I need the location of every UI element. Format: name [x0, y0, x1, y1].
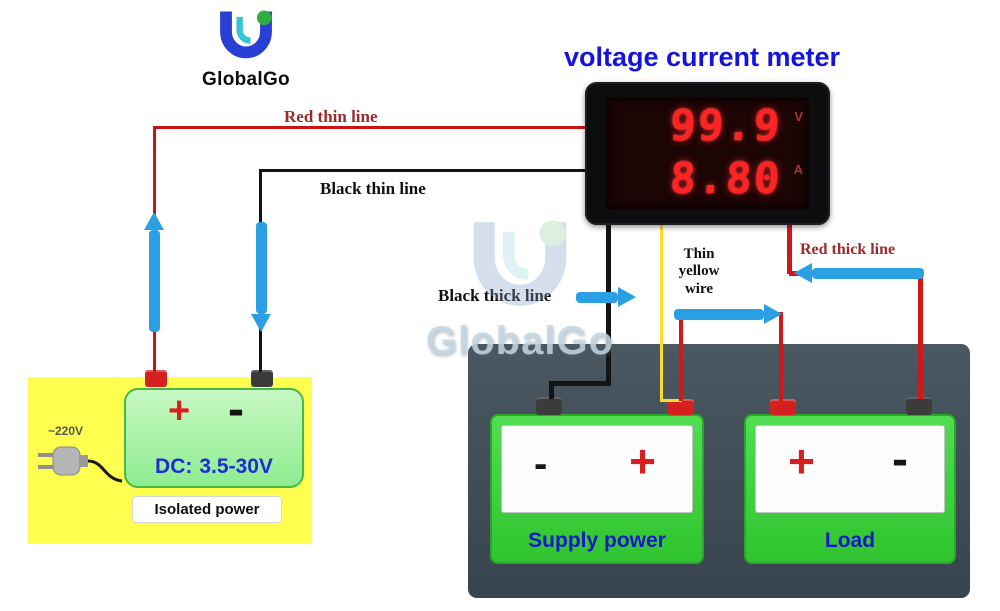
arrow-head	[144, 212, 164, 230]
current-row: 8.80 A	[612, 154, 803, 205]
load-negative-terminal	[906, 397, 932, 415]
mains-plug: ~220V	[36, 424, 128, 491]
isolated-power-caption: Isolated power	[132, 496, 282, 523]
dc-minus-sign: -	[228, 383, 244, 436]
red-thick-line-label: Red thick line	[800, 241, 896, 258]
dc-voltage-range: DC: 3.5-30V	[126, 455, 302, 479]
thin-yellow-wire-label: Thin yellow wire	[662, 246, 736, 298]
current-reading: 8.80	[669, 154, 784, 204]
page-title: voltage current meter	[563, 42, 841, 72]
arrow-head	[794, 263, 812, 283]
arrow-bar	[148, 230, 160, 332]
thin-yellow-wire-label-line3: wire	[684, 280, 714, 297]
dc-power-module: + - DC: 3.5-30V	[124, 383, 304, 488]
highlight-arrow-black-thick-right	[576, 287, 636, 307]
voltage-row: 99.9 V	[612, 101, 803, 152]
dc-plus-sign: +	[168, 390, 191, 432]
dc-positive-terminal	[145, 370, 167, 387]
thin-yellow-wire-horizontal	[660, 399, 682, 402]
load-positive-terminal	[770, 399, 796, 415]
supply-plus-sign: +	[629, 435, 656, 487]
arrow-head	[251, 314, 271, 332]
red-thin-line-label: Red thin line	[284, 107, 378, 126]
supply-negative-terminal	[536, 397, 562, 415]
arrow-bar	[812, 267, 924, 279]
brand-name: GlobalGo	[202, 69, 290, 90]
arrow-head	[618, 287, 636, 307]
supply-to-load-red-wire-right	[779, 314, 783, 401]
thin-yellow-wire-vertical	[660, 222, 663, 402]
load-plus-sign: +	[788, 435, 815, 487]
arrow-bar	[255, 222, 267, 314]
voltage-current-meter: 99.9 V 8.80 A	[585, 82, 830, 225]
supply-power-box: - + Supply power	[490, 414, 704, 564]
supply-to-load-red-wire-left	[679, 314, 683, 401]
red-thick-wire-vertical-2	[918, 271, 923, 399]
dc-prefix: DC:	[155, 455, 193, 478]
plug-icon	[38, 446, 123, 483]
supply-minus-sign: -	[534, 442, 548, 486]
black-thick-wire-vertical-1	[606, 222, 611, 384]
dc-range: 3.5-30V	[199, 455, 273, 478]
load-panel: + -	[755, 425, 945, 513]
highlight-arrow-black-thin-down	[251, 222, 271, 332]
thin-yellow-wire-label-line2: yellow	[678, 263, 720, 280]
load-box: + - Load	[744, 414, 956, 564]
brand-logo: GlobalGo	[194, 6, 298, 91]
volt-unit-label: V	[794, 108, 803, 124]
supply-power-panel: - +	[501, 425, 693, 513]
black-thick-wire-vertical-2	[549, 381, 554, 399]
black-thick-wire-horizontal	[549, 381, 611, 386]
highlight-arrow-red-thin-up	[144, 212, 164, 332]
dc-negative-terminal	[251, 370, 273, 387]
arrow-bar	[576, 291, 618, 303]
voltage-reading: 99.9	[669, 101, 784, 151]
mains-voltage-label: ~220V	[48, 424, 84, 438]
amp-unit-label: A	[793, 161, 803, 177]
red-thin-wire-horizontal	[155, 126, 592, 129]
thin-yellow-wire-label-line1: Thin	[683, 246, 715, 262]
black-thick-line-label: Black thick line	[438, 286, 552, 305]
highlight-arrow-supply-to-load-right	[674, 304, 782, 324]
meter-display: 99.9 V 8.80 A	[606, 97, 809, 209]
globalgo-logo-icon	[220, 10, 272, 59]
supply-positive-terminal	[668, 399, 694, 415]
highlight-arrow-red-thick-left	[794, 263, 924, 283]
black-thin-line-label: Black thin line	[320, 179, 426, 198]
arrow-head	[764, 304, 782, 324]
black-thin-wire-horizontal	[261, 169, 592, 172]
arrow-bar	[674, 308, 764, 320]
red-thick-wire-vertical-1	[787, 222, 792, 274]
load-minus-sign: -	[892, 433, 908, 486]
load-label: Load	[824, 529, 876, 552]
supply-power-label: Supply power	[528, 529, 666, 552]
